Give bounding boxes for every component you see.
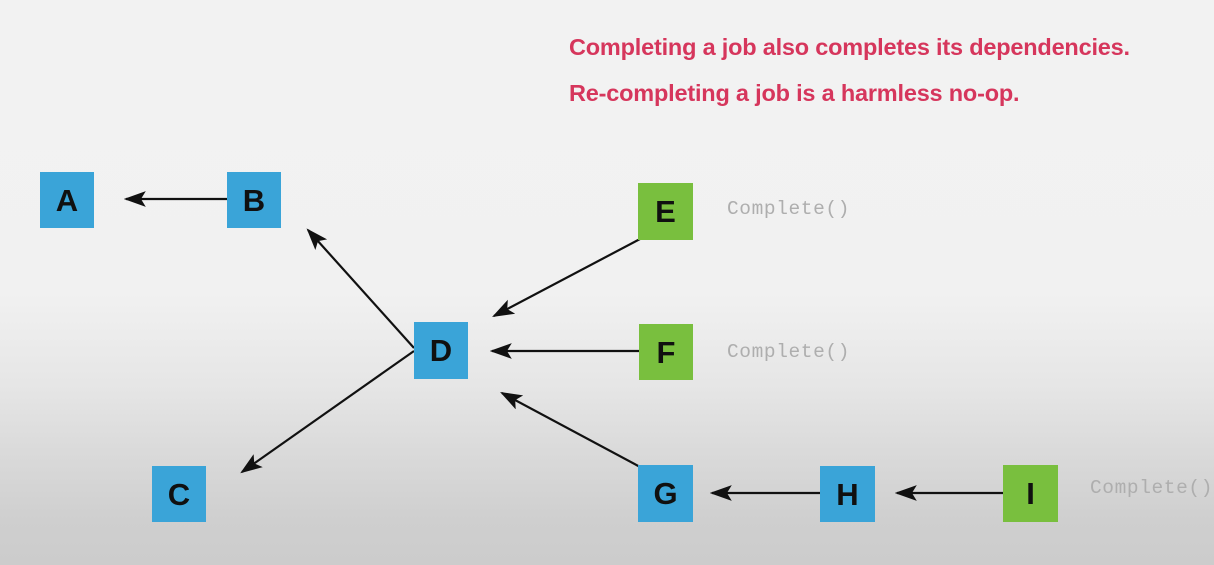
graph-node-label: C: [167, 476, 191, 512]
graph-node-label: D: [429, 333, 453, 368]
graph-node-d[interactable]: D: [414, 322, 468, 379]
graph-node-label: H: [836, 476, 859, 512]
graph-edge-d-to-c: [240, 350, 415, 474]
graph-node-label: B: [242, 182, 266, 218]
graph-edge-g-to-d: [500, 391, 643, 469]
graph-node-c[interactable]: C: [152, 466, 206, 522]
graph-node-label: A: [55, 182, 79, 218]
headline-secondary: Re-completing a job is a harmless no-op.: [569, 80, 1020, 106]
call-label-f: Complete(): [727, 341, 851, 363]
call-label-e: Complete(): [727, 198, 851, 220]
graph-node-label: E: [655, 194, 676, 229]
graph-edge-d-to-b: [306, 228, 415, 349]
headline-primary: Completing a job also completes its depe…: [569, 34, 1130, 60]
graph-node-i[interactable]: I: [1003, 465, 1058, 522]
graph-node-label: I: [1026, 476, 1035, 511]
graph-node-a[interactable]: A: [40, 172, 94, 228]
graph-node-label: G: [653, 476, 678, 511]
call-label-i: Complete(): [1090, 477, 1214, 499]
graph-node-label: F: [656, 334, 676, 370]
graph-node-e[interactable]: E: [638, 183, 693, 240]
graph-node-b[interactable]: B: [227, 172, 281, 228]
graph-node-h[interactable]: H: [820, 466, 875, 522]
graph-edge-e-to-d: [492, 238, 641, 318]
graph-node-g[interactable]: G: [638, 465, 693, 522]
graph-node-f[interactable]: F: [639, 324, 693, 380]
